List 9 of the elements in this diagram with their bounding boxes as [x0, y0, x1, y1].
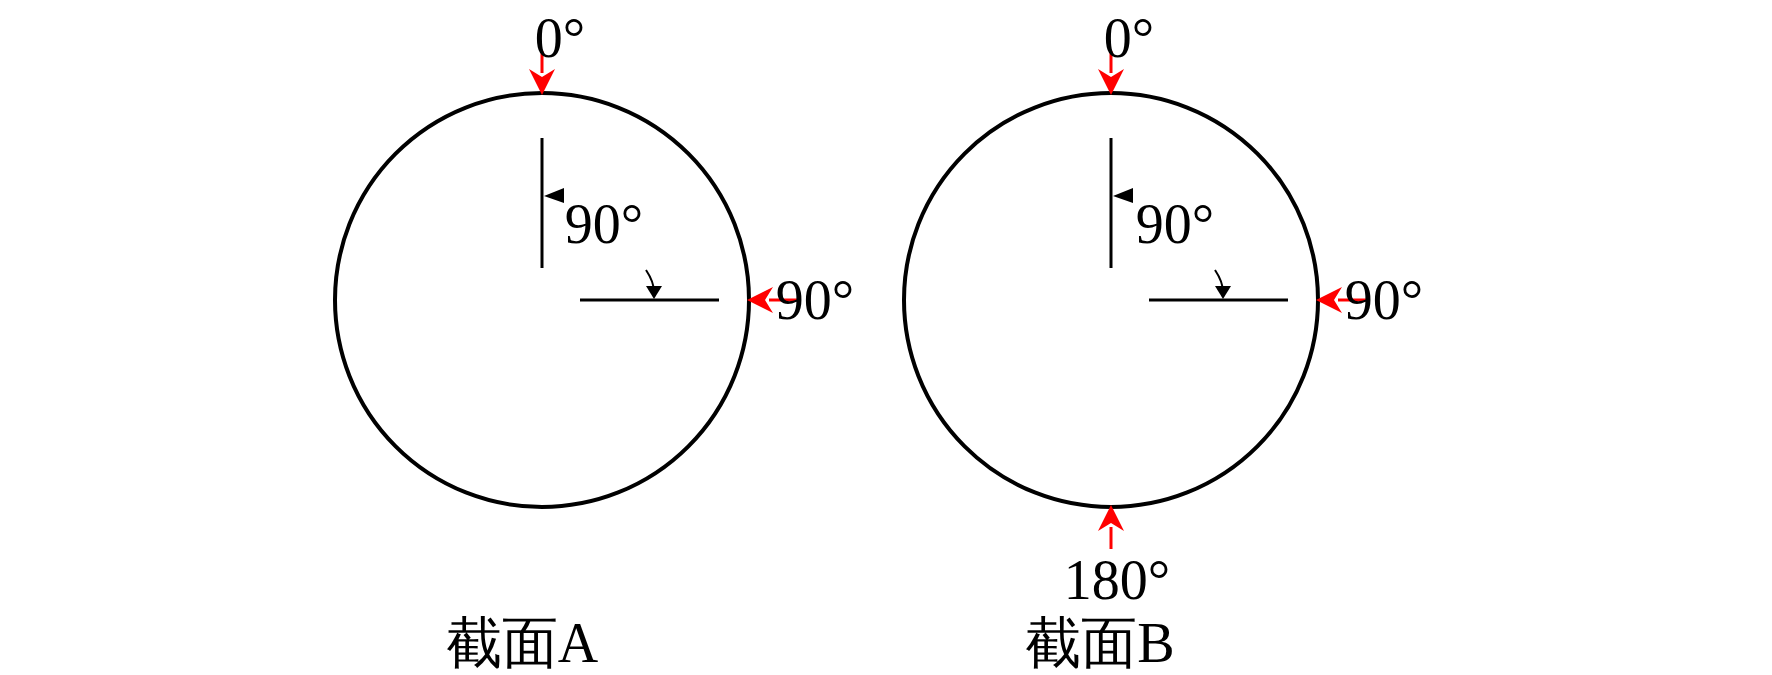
- angle-label: 90°: [1135, 196, 1215, 252]
- section-label: 截面B: [1025, 615, 1175, 671]
- section-label: 截面A: [445, 615, 599, 671]
- angle-label: 0°: [1103, 10, 1155, 66]
- angle-label: 90°: [1344, 272, 1424, 328]
- angle-label: 90°: [564, 196, 644, 252]
- angle-label: 180°: [1063, 552, 1171, 608]
- angle-label: 0°: [534, 10, 586, 66]
- angle-label: 90°: [775, 272, 855, 328]
